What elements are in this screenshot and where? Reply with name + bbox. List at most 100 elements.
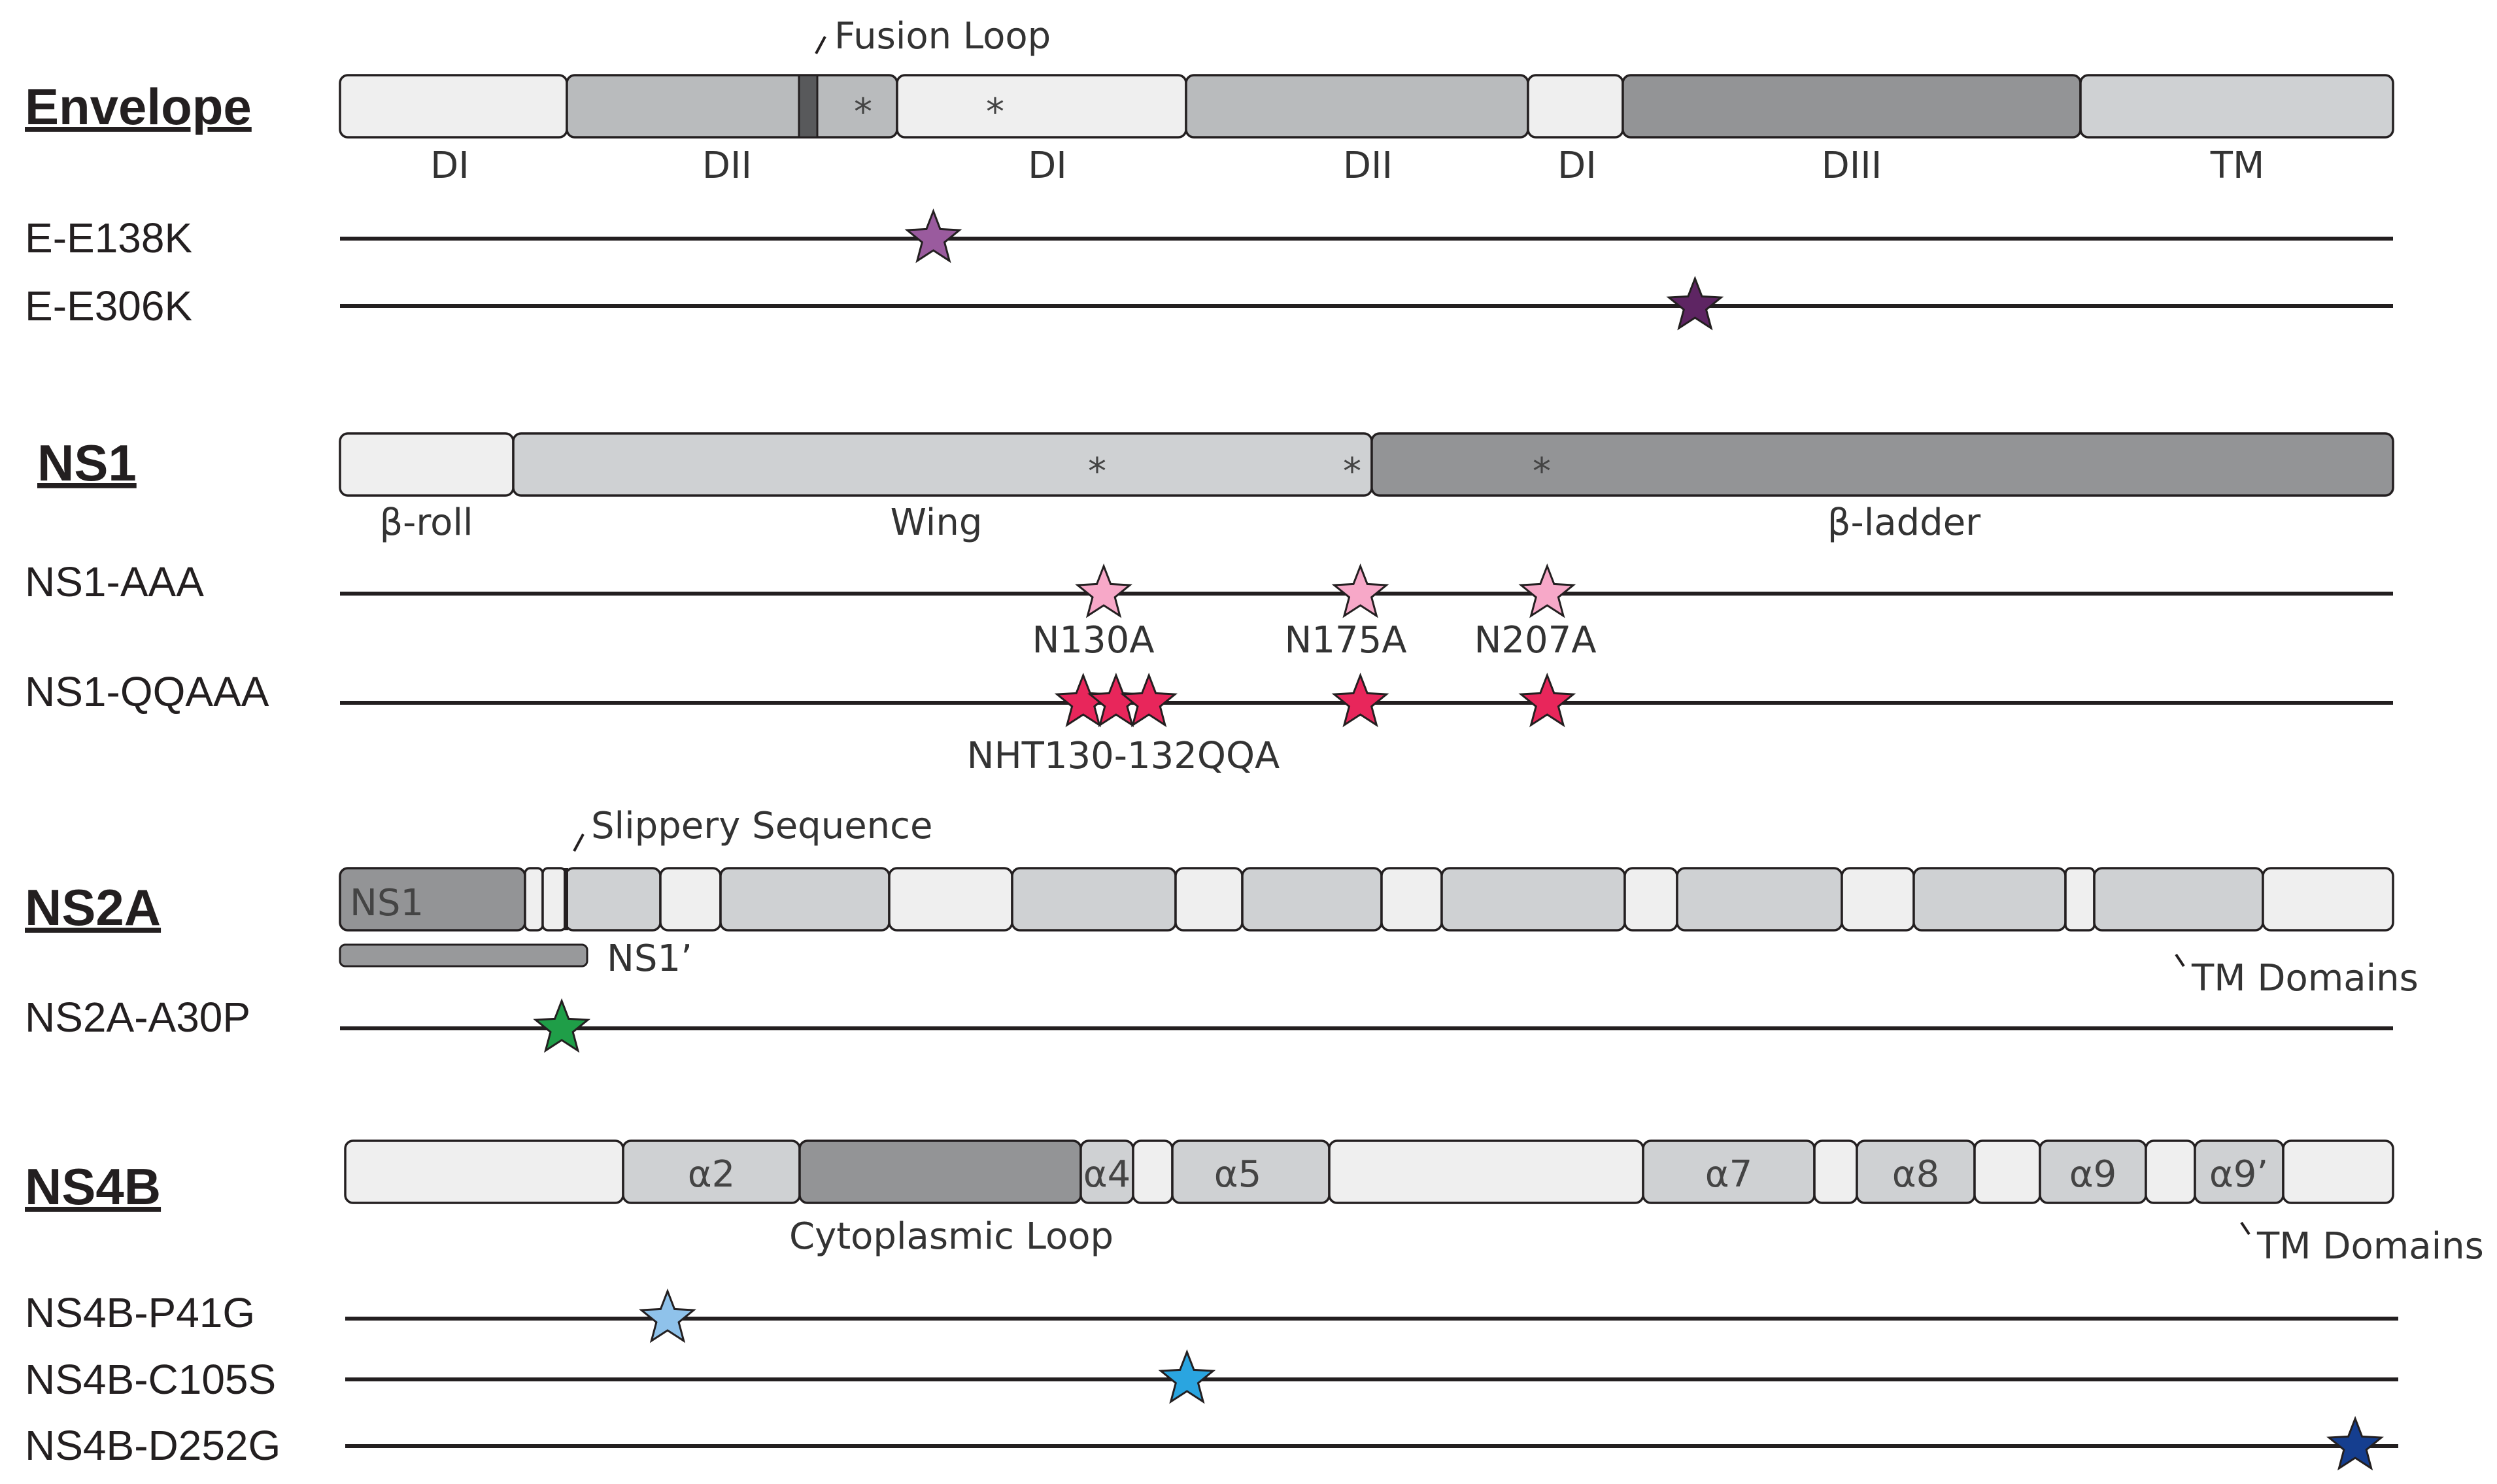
ns2a-segment [659,867,722,932]
helix-label: α5 [1214,1153,1262,1196]
ns1-segment [339,432,515,497]
mutant-name: NS4B-C105S [25,1356,276,1403]
ns2a-segment [1841,867,1915,932]
mutation-star-icon [639,1288,696,1343]
ns4b-segment [2145,1139,2196,1204]
mutation-site-label: N175A [1284,619,1406,662]
ns1-prime-label: NS1’ [607,937,692,980]
mutant-name: NS1-QQAAA [25,668,269,715]
ns2a-section: NS2A NS1 Slippery Sequence [25,805,2419,1053]
ns4b-segment [344,1139,624,1204]
asterisk-mark: * [986,91,1004,133]
ns4b-segment [798,1139,1082,1204]
envelope-segment [339,74,568,139]
ns2a-segment [2093,867,2264,932]
mutation-star-icon [1158,1349,1216,1404]
ns4b-segment [1328,1139,1644,1204]
mutation-site-label: N130A [1032,619,1154,662]
ns1-segment [1370,432,2394,497]
fusion-loop-marker [798,74,819,139]
ns2a-segment [1676,867,1843,932]
mutation-star-icon [1518,672,1576,728]
ns2a-title: NS2A [25,879,161,936]
asterisk-mark: * [1343,450,1361,493]
helix-label: α2 [688,1153,736,1196]
envelope-domain-label: DIII [1822,144,1882,187]
mutant-name: NS4B-P41G [25,1289,255,1336]
mutant-row: E-E138K [25,208,2393,263]
mutant-row: NS4B-D252G [25,1415,2398,1471]
mutant-row: NS2A-A30P [25,994,2393,1053]
envelope-segment [1527,74,1624,139]
tm-domains-label: TM Domains [2256,1225,2484,1268]
ns4b-segment [1973,1139,2041,1204]
ns2a-segment [888,867,1013,932]
ns4b-segment [1132,1139,1174,1204]
helix-label: α9’ [2209,1153,2268,1196]
mutant-name: NS2A-A30P [25,994,250,1041]
mutant-row: NS1-AAA N130A N175A N207A [25,558,2393,662]
envelope-domain-bar [339,74,2394,139]
ns2a-segment [719,867,891,932]
fusion-loop-label: Fusion Loop [834,15,1051,58]
ns4b-segment [1813,1139,1858,1204]
ns2a-segment [1241,867,1383,932]
tm-domains-pointer [2175,953,2185,968]
helix-label: α4 [1083,1153,1131,1196]
ns2a-segment [2064,867,2096,932]
ns1-title: NS1 [37,434,137,492]
ns2a-segment [1174,867,1244,932]
mutation-star-icon [1075,563,1132,618]
slippery-sequence-marker [564,868,568,930]
helix-label: α7 [1705,1153,1753,1196]
ns1-domain-label: β-ladder [1827,501,1981,544]
slippery-sequence-pointer [573,834,585,852]
envelope-segment [896,74,1187,139]
envelope-segment [566,74,898,139]
ns2a-segment [1623,867,1678,932]
envelope-section: Envelope * * DI DII DI DII DI DIII TM Fu… [25,15,2394,331]
envelope-domain-label: DI [1028,144,1067,187]
ns1-overlap-label: NS1 [350,882,424,924]
envelope-segment [1622,74,2082,139]
mutation-star-icon [1120,672,1178,728]
mutation-site-label: N207A [1474,619,1596,662]
tm-domains-pointer [2240,1221,2251,1236]
asterisk-mark: * [1533,450,1551,493]
mutation-star-icon [533,998,591,1053]
mutation-site-label: NHT130-132QQA [967,735,1280,777]
helix-label: α8 [1892,1153,1940,1196]
envelope-segment [1185,74,1529,139]
ns1-section: NS1 * * * β-roll Wing β-ladder NS1-AAA N… [25,432,2394,777]
tm-domains-label: TM Domains [2191,957,2419,1000]
ns2a-segment [2262,867,2394,932]
ns2a-segment [1011,867,1177,932]
mutant-name: NS4B-D252G [25,1422,280,1469]
ns1-domain-label: β-roll [379,501,473,544]
envelope-domain-label: DII [1343,144,1393,187]
ns2a-segment [541,867,567,932]
mutation-star-icon [904,208,962,263]
ns2a-segment [1380,867,1443,932]
ns2a-segment [564,867,662,932]
ns2a-segment [1440,867,1626,932]
ns1-segment [512,432,1373,497]
ns1-domain-bar [339,432,2394,497]
mutant-name: E-E306K [25,282,192,329]
mutation-star-icon [1331,563,1389,618]
ns1-domain-label: Wing [891,501,983,544]
envelope-domain-label: DII [702,144,752,187]
envelope-segment [2079,74,2394,139]
ns2a-domain-bar [339,867,2394,932]
envelope-domain-label: TM [2210,144,2265,187]
mutant-name: NS1-AAA [25,558,204,605]
mutation-star-icon [2326,1415,2384,1471]
ns4b-section: NS4B α2 α4 α5 α7 α8 α9 α9’ Cytoplasmic L… [25,1139,2484,1471]
asterisk-mark: * [1088,450,1106,493]
mutation-star-icon [1518,563,1576,618]
envelope-domain-label: DI [430,144,469,187]
envelope-title: Envelope [25,78,252,135]
mutation-star-icon [1666,275,1724,331]
ns4b-segment [2282,1139,2394,1204]
mutant-row: NS4B-P41G [25,1288,2398,1343]
